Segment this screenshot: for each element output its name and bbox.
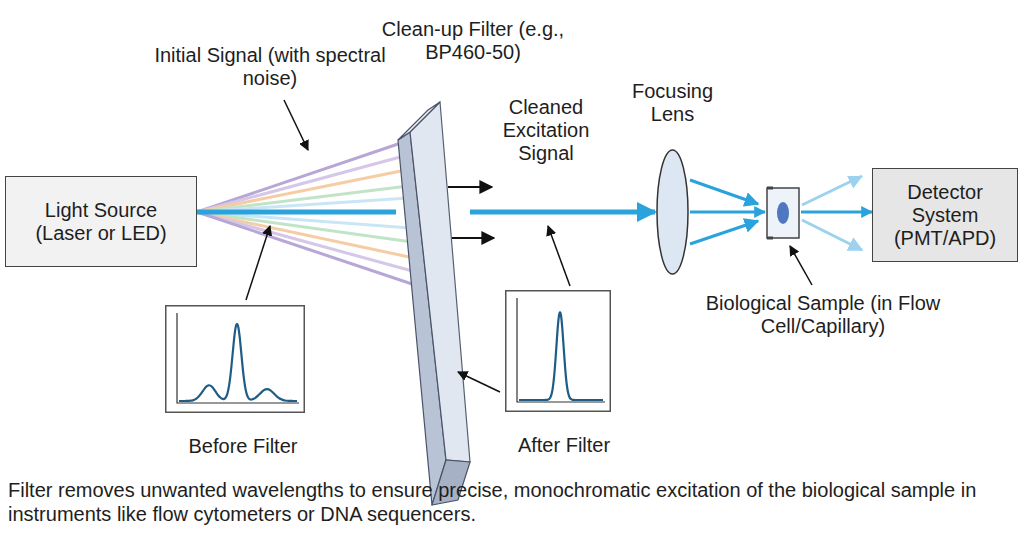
scatter-ray (802, 176, 862, 205)
box-label: Light Source (Laser or LED) (20, 199, 182, 245)
focusing-lens: Focusing Lens (655, 148, 690, 276)
focus-ray (690, 180, 758, 204)
part-label: Biological Sample (in Flow Cell/Capillar… (703, 292, 943, 338)
filter: Clean-up Filter (e.g., BP460-50) (396, 100, 470, 505)
light-beam (690, 211, 765, 214)
focus-ray (690, 221, 758, 244)
plot-frame (506, 291, 611, 412)
caption: Filter removes unwanted wavelengths to e… (8, 478, 1016, 526)
pass-arrow (452, 237, 494, 239)
filter-panel (398, 102, 470, 505)
leader-line (790, 246, 812, 285)
leader-line (246, 226, 270, 300)
light-beam (197, 210, 396, 215)
part-label: After Filter (494, 434, 634, 457)
leader-line (548, 226, 570, 286)
pass-arrow (448, 186, 492, 188)
light-source-box: Light Source (Laser or LED) (5, 176, 197, 267)
part-label: Before Filter (163, 435, 323, 458)
plot-frame (166, 306, 305, 413)
signal-label: Cleaned Excitation Signal (488, 96, 604, 165)
lens-body (657, 150, 688, 274)
after-drawing (505, 290, 611, 412)
light-beam (470, 210, 655, 215)
scatter-ray (802, 220, 862, 250)
leader-line (458, 372, 500, 392)
part-label: Clean-up Filter (e.g., BP460-50) (378, 18, 568, 64)
lens-drawing (655, 148, 690, 276)
box-label: Detector System (PMT/APD) (881, 181, 1009, 250)
flow-cell-wall (767, 188, 799, 238)
leader-line (284, 100, 308, 150)
signal-label: Initial Signal (with spectral noise) (150, 44, 390, 90)
spectrum-curve (519, 312, 603, 400)
cell-drawing (765, 186, 801, 240)
spectrum-plot: After Filter (505, 290, 611, 412)
spectrum-plot: Before Filter (165, 305, 305, 413)
plot-axes (517, 298, 605, 402)
part-label: Focusing Lens (613, 80, 733, 126)
cell-particle (777, 202, 789, 224)
flow-cell-rim (767, 188, 773, 238)
flow-cell: Biological Sample (in Flow Cell/Capillar… (765, 186, 801, 240)
detector-box: Detector System (PMT/APD) (872, 168, 1018, 262)
spectrum-curve (179, 324, 297, 401)
light-beam (801, 211, 872, 214)
before-drawing (165, 305, 305, 413)
spectral-noise-fan (197, 142, 418, 286)
plot-axes (177, 313, 299, 403)
